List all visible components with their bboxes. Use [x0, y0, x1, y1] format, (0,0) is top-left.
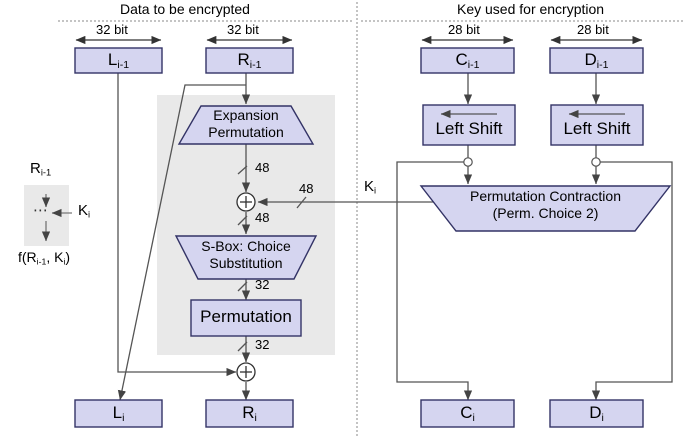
- register-box-lout: [74, 399, 163, 428]
- register-label-rprev: Ri-1: [206, 51, 293, 71]
- register-sub-dprev: i-1: [596, 58, 609, 71]
- register-box-rout: [205, 399, 294, 428]
- register-box-rprev: [205, 47, 294, 74]
- inset-label-input: Ri-1: [30, 161, 51, 178]
- block-label-sbox-line1: S-Box: Choice: [201, 238, 291, 254]
- tick-xor-out: [237, 215, 248, 226]
- block-label-left-shift-2: Left Shift: [563, 119, 631, 138]
- register-sub-rout: i: [254, 411, 257, 424]
- wire-rprev-to-lout: [117, 84, 246, 401]
- block-label-sbox-line2: Substitution: [209, 255, 283, 271]
- block-label-permutation: Permutation: [200, 307, 292, 326]
- register-box-dout: [549, 399, 644, 428]
- block-label-left-shift-1: Left Shift: [435, 119, 503, 138]
- block-label-perm-contraction-line2: (Perm. Choice 2): [492, 205, 599, 221]
- inset-out-sub1: i-1: [36, 256, 47, 267]
- register-sub-rprev: i-1: [249, 58, 262, 71]
- junction-dot-d: [591, 157, 601, 167]
- register-box-cout: [420, 399, 515, 428]
- wire-label-key-in: 48: [299, 181, 314, 196]
- tick-expansion-out: [237, 165, 248, 175]
- inset-out-prefix: f(R: [18, 249, 37, 265]
- register-base-rprev: R: [237, 50, 250, 69]
- inset-input-sub: i-1: [40, 167, 52, 178]
- register-sub-lprev: i-1: [117, 58, 130, 71]
- bitwidth-label-d: 28 bit: [577, 22, 609, 37]
- register-base-lout: L: [112, 403, 123, 422]
- inset-key-base: K: [78, 202, 89, 219]
- register-base-cprev: C: [455, 50, 468, 69]
- register-sub-lout: i: [122, 411, 125, 424]
- inset-key-sub: i: [88, 209, 91, 220]
- block-expansion-permutation: [177, 105, 315, 145]
- block-sbox: [174, 235, 318, 280]
- header-left: Data to be encrypted: [120, 1, 250, 17]
- register-label-lout: Li: [75, 404, 162, 424]
- block-left-shift-1: [422, 104, 516, 146]
- wire-label-sbox-out: 32: [255, 277, 270, 292]
- register-label-lprev: Li-1: [75, 51, 162, 71]
- block-permutation-contraction: [419, 185, 672, 232]
- inset-out-sub2: i: [63, 256, 66, 267]
- inset-label-output: f(Ri-1, Ki): [18, 250, 70, 267]
- register-label-cout: Ci: [421, 404, 514, 424]
- bitwidth-label-c: 28 bit: [448, 22, 480, 37]
- register-base-lprev: L: [107, 50, 118, 69]
- wire-label-xor-out: 48: [255, 210, 270, 225]
- wire-label-subkey: Ki: [364, 179, 376, 196]
- tick-perm-out: [237, 341, 248, 352]
- register-box-lprev: [74, 47, 163, 74]
- bitwidth-label-l: 32 bit: [96, 22, 128, 37]
- header-right: Key used for encryption: [457, 1, 605, 17]
- register-base-cout: C: [460, 403, 473, 422]
- block-permutation: [190, 299, 302, 337]
- register-label-dout: Di: [550, 404, 643, 424]
- inset-out-mid: , K: [46, 249, 64, 265]
- register-box-cprev: [420, 47, 515, 74]
- junction-dot-c: [463, 157, 473, 167]
- wire-label-perm-out: 32: [255, 337, 270, 352]
- wire-bypass-d-out: [591, 161, 673, 401]
- tick-subkey: [296, 196, 307, 209]
- register-sub-cprev: i-1: [467, 58, 480, 71]
- inset-ellipsis: ⋯: [33, 202, 49, 219]
- subkey-base: K: [364, 178, 375, 195]
- register-label-dprev: Di-1: [550, 51, 643, 71]
- inset-out-suffix: ): [65, 249, 71, 265]
- register-label-rout: Ri: [206, 404, 293, 424]
- tick-sbox-out: [237, 281, 248, 292]
- register-sub-dout: i: [601, 411, 604, 424]
- wire-label-expansion-out: 48: [255, 160, 270, 175]
- block-label-expansion-line1: Expansion: [213, 107, 279, 123]
- inset-input-base: R: [30, 160, 41, 177]
- wire-bypass-c-out: [396, 161, 473, 401]
- block-label-expansion-line2: Permutation: [208, 124, 284, 140]
- block-label-perm-contraction-line1: Permutation Contraction: [470, 188, 621, 204]
- wire-lprev-to-xor: [117, 73, 237, 377]
- bitwidth-label-r: 32 bit: [227, 22, 259, 37]
- register-base-dprev: D: [584, 50, 597, 69]
- subkey-sub: i: [374, 185, 377, 196]
- register-label-cprev: Ci-1: [421, 51, 514, 71]
- register-sub-cout: i: [472, 411, 475, 424]
- block-left-shift-2: [550, 104, 644, 146]
- register-box-dprev: [549, 47, 644, 74]
- register-base-dout: D: [589, 403, 602, 422]
- register-base-rout: R: [242, 403, 255, 422]
- inset-label-key: Ki: [78, 203, 90, 220]
